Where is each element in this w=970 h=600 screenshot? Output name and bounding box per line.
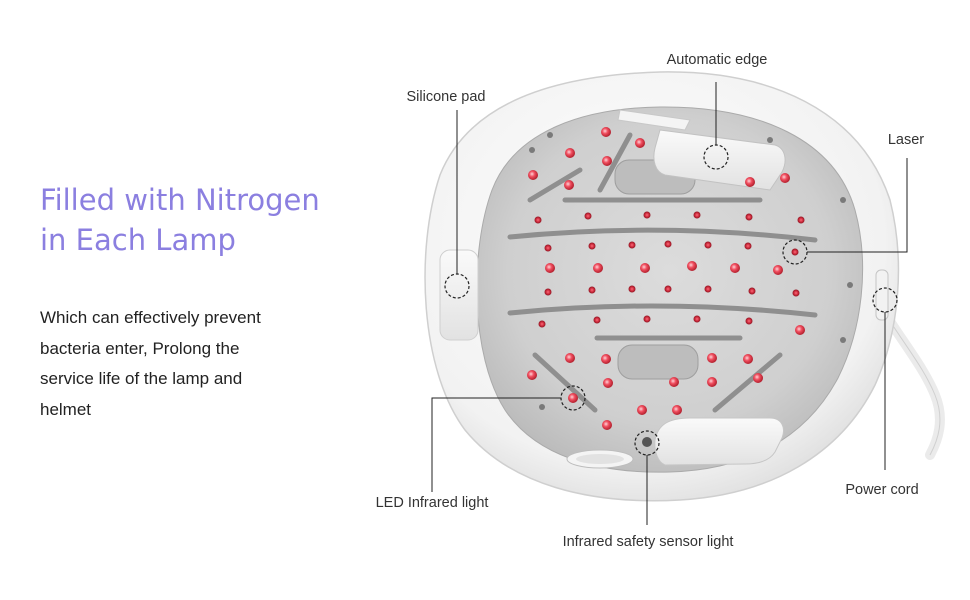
front-bottom-block: [654, 417, 784, 466]
automatic-edge-block: [653, 129, 786, 191]
label-infrared-safety-sensor-light: Infrared safety sensor light: [563, 534, 734, 550]
headline-line-2: in Each Lamp: [40, 223, 236, 257]
label-power-cord: Power cord: [845, 482, 918, 498]
label-led-infrared-light: LED Infrared light: [376, 495, 489, 511]
description-line-4: helmet: [40, 399, 92, 419]
description-line-2: bacteria enter, Prolong the: [40, 338, 240, 358]
headline-line-1: Filled with Nitrogen: [40, 183, 320, 217]
bottom-module: [617, 344, 699, 380]
headline: Filled with Nitrogen in Each Lamp: [40, 180, 380, 260]
infrared-safety-sensor: [642, 437, 652, 447]
power-cord-cable: [883, 313, 945, 460]
label-silicone-pad: Silicone pad: [407, 89, 486, 105]
label-laser: Laser: [888, 132, 924, 148]
description-line-1: Which can effectively prevent: [40, 308, 261, 327]
highlight-power-cord: [872, 287, 898, 313]
highlight-sensor: [634, 430, 660, 456]
led-infrared-lights: [527, 127, 805, 430]
silicone-pad: [439, 249, 479, 341]
power-cord-port: [875, 269, 889, 321]
description: Which can effectively prevent bacteria e…: [40, 303, 310, 425]
helmet-ridges: [507, 132, 818, 413]
leader-lines: [431, 82, 908, 525]
laser-diodes: [534, 211, 805, 328]
description-line-3: service life of the lamp and: [40, 369, 243, 388]
label-automatic-edge: Automatic edge: [667, 52, 768, 68]
